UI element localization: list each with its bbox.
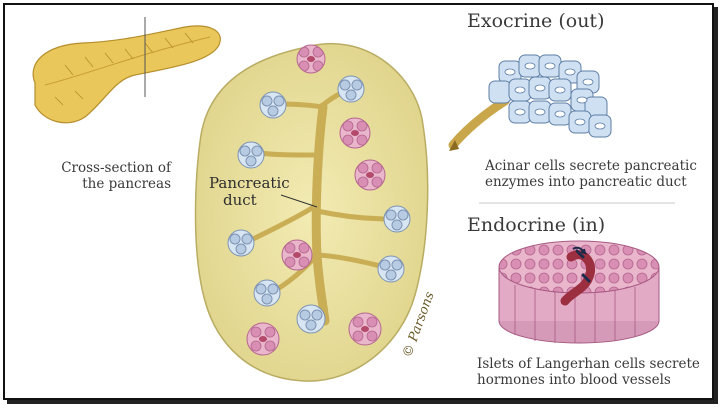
cross-section-line-2: the pancreas: [55, 177, 171, 193]
endocrine-caption-line-1: Islets of Langerhan cells secrete: [477, 357, 700, 373]
endocrine-caption-line-2: hormones into blood vessels: [477, 373, 700, 389]
illustration: [5, 5, 712, 398]
endocrine-caption: Islets of Langerhan cells secrete hormon…: [477, 357, 700, 388]
pancreas-organ: [33, 17, 220, 123]
endocrine-title: Endocrine (in): [467, 215, 605, 237]
exocrine-caption-line-2: enzymes into pancreatic duct: [485, 175, 697, 191]
duct-label-line-1: Pancreatic: [209, 175, 290, 192]
exocrine-caption-line-1: Acinar cells secrete pancreatic: [485, 159, 697, 175]
exocrine-title: Exocrine (out): [467, 11, 604, 33]
exocrine-caption: Acinar cells secrete pancreatic enzymes …: [485, 159, 697, 190]
duct-label: Pancreatic duct: [209, 175, 290, 210]
islet-cells-illustration: [499, 241, 659, 343]
diagram-frame: Cross-section of the pancreas Pancreatic…: [3, 3, 714, 400]
acinar-cells-illustration: [449, 55, 611, 151]
cross-section-label: Cross-section of the pancreas: [55, 161, 171, 192]
cross-section-line-1: Cross-section of: [55, 161, 171, 177]
duct-label-line-2: duct: [209, 192, 290, 209]
